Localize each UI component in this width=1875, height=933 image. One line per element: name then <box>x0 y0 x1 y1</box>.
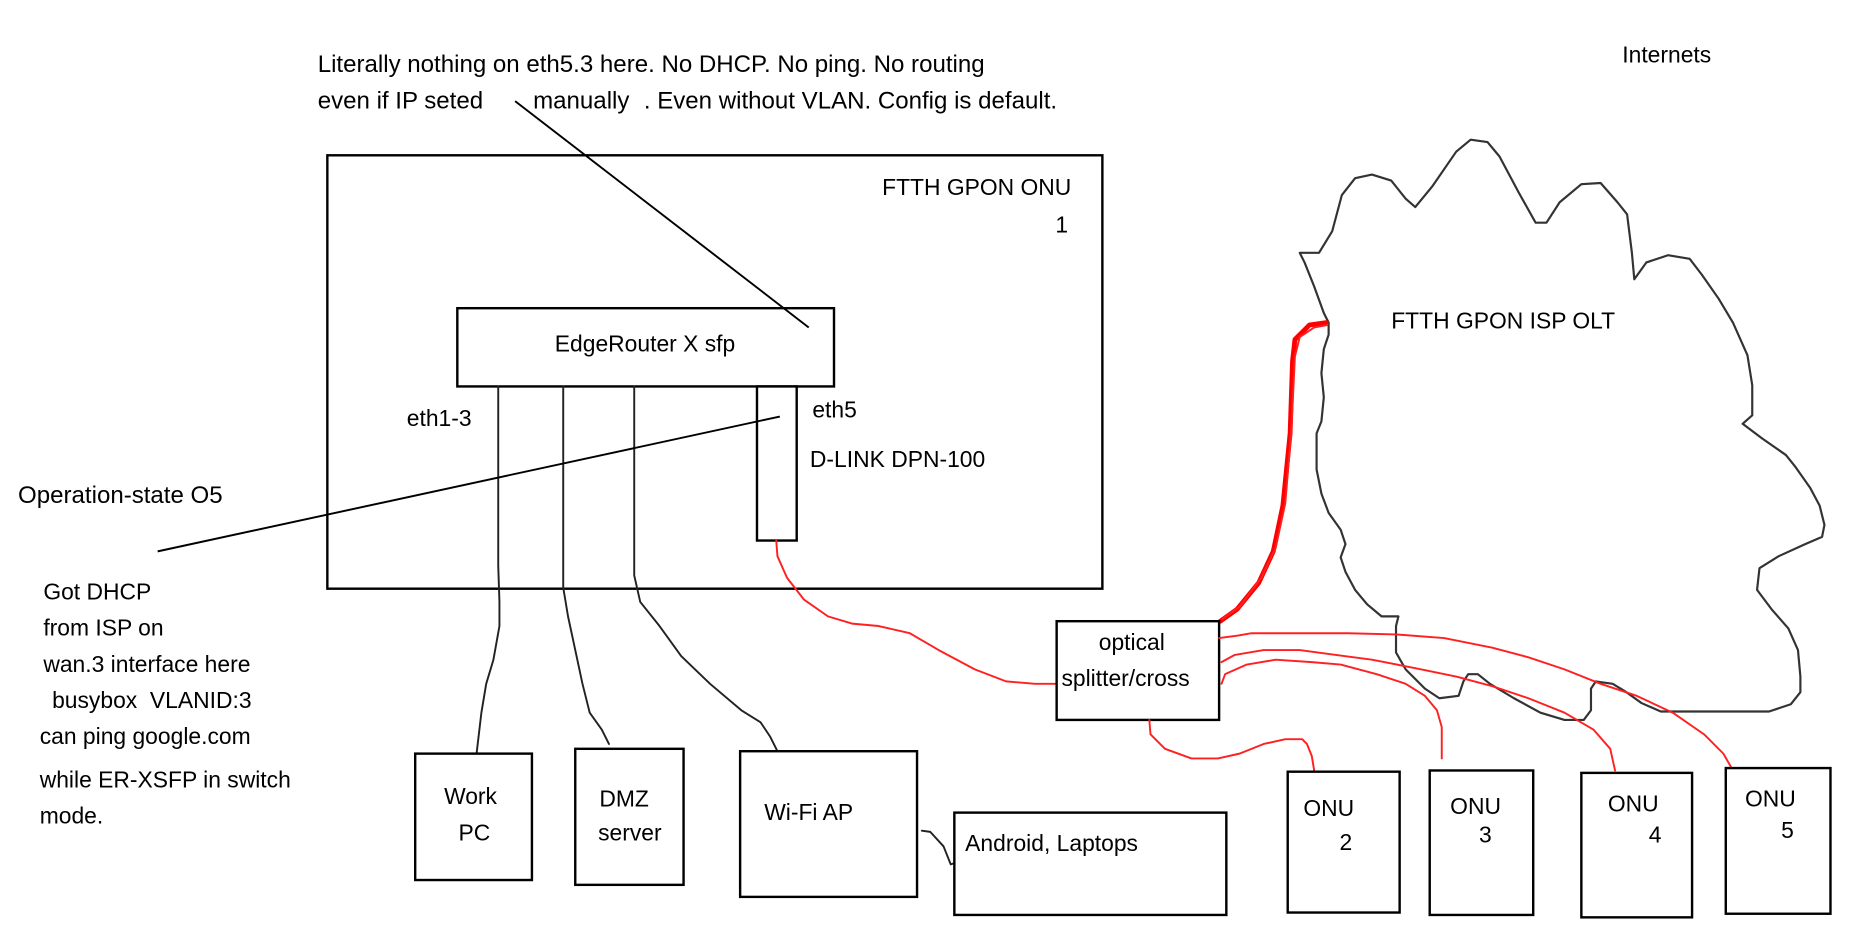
onu1-number: 1 <box>1055 211 1068 237</box>
dmz-server-label-line1: DMZ <box>599 786 649 812</box>
onu-4[interactable]: ONU 4 <box>1580 771 1694 919</box>
onu-box[interactable] <box>1724 766 1832 915</box>
dmz-server-box[interactable] <box>574 747 685 887</box>
dmz-server-label-line2: server <box>598 819 662 845</box>
onu-2[interactable]: ONU 2 <box>1286 770 1401 914</box>
pointer-top-note <box>514 100 810 329</box>
work-pc-box[interactable] <box>413 752 534 882</box>
onu-3[interactable]: ONU 3 <box>1428 769 1535 917</box>
onu-label: ONU <box>1745 786 1796 812</box>
top-note-line2c: . Even without VLAN. Config is default. <box>644 87 1057 114</box>
onu-box[interactable] <box>1580 771 1694 919</box>
edgerouter-box[interactable] <box>456 306 836 388</box>
onu-label: ONU <box>1450 793 1501 819</box>
dhcp-note-line: from ISP on <box>43 615 163 641</box>
onu-label: ONU <box>1303 795 1354 821</box>
onu-5[interactable]: ONU 5 <box>1724 766 1832 915</box>
fiber-uplink <box>1217 320 1329 624</box>
eth-cable-dmz-server <box>562 385 610 745</box>
pointer-operation-state <box>157 415 781 553</box>
dhcp-note: Got DHCP from ISP on wan.3 interface her… <box>39 579 291 829</box>
clients-box[interactable] <box>953 811 1228 917</box>
onu-label: ONU <box>1608 790 1659 816</box>
dhcp-note-line: mode. <box>40 802 104 828</box>
eth5-label: eth5 <box>812 397 856 423</box>
optical-splitter-box[interactable] <box>1055 619 1221 722</box>
eth-cable-wifi-ap <box>633 385 779 753</box>
dhcp-note-line: Got DHCP <box>43 579 151 605</box>
fiber-uplink-sketch <box>1221 324 1329 620</box>
sfp-module[interactable] <box>755 385 798 542</box>
onu-number: 5 <box>1781 817 1794 843</box>
dhcp-note-line: busybox VLANID:3 <box>46 687 252 713</box>
onu1-label: FTTH GPON ONU <box>882 174 1071 200</box>
eth1-3-label: eth1-3 <box>407 405 472 431</box>
splitter-label-line1: optical <box>1099 629 1165 655</box>
top-note-line2a: even if IP seted <box>318 87 483 114</box>
sfp-module-label: D-LINK DPN-100 <box>810 446 985 472</box>
operation-state-label: Operation-state O5 <box>18 482 223 509</box>
onu-number: 3 <box>1479 822 1492 848</box>
fiber-splitter-to-onu4 <box>1220 649 1617 772</box>
splitter-label-line2: splitter/cross <box>1061 665 1189 691</box>
work-pc-label-line2: PC <box>459 819 491 845</box>
work-pc-label-line1: Work <box>444 783 497 809</box>
top-note-line2b: manually <box>533 87 629 114</box>
fiber-splitter-to-onu3 <box>1220 658 1443 760</box>
fiber-sfp-to-splitter <box>775 539 1058 685</box>
clients-label: Android, Laptops <box>965 830 1138 856</box>
wifi-ap-label: Wi-Fi AP <box>764 799 853 825</box>
wireless-link <box>920 829 959 866</box>
dhcp-note-line: wan.3 interface here <box>42 651 250 677</box>
edgerouter-label: EdgeRouter X sfp <box>555 331 735 357</box>
fiber-splitter-to-onu2 <box>1148 718 1316 772</box>
isp-olt-cloud <box>1298 138 1826 721</box>
onu-box[interactable] <box>1428 769 1535 917</box>
dhcp-note-line: can ping google.com <box>40 723 251 749</box>
onu-number: 4 <box>1649 822 1662 848</box>
olt-label: FTTH GPON ISP OLT <box>1391 308 1615 334</box>
onu-number: 2 <box>1339 829 1352 855</box>
wifi-ap-box[interactable] <box>738 750 919 899</box>
top-note-line1: Literally nothing on eth5.3 here. No DHC… <box>318 51 985 78</box>
fiber-splitter-to-onu5 <box>1218 632 1734 772</box>
internet-label: Internets <box>1622 42 1711 68</box>
dhcp-note-line: while ER-XSFP in switch <box>39 766 291 792</box>
eth-cable-work-pc <box>475 385 501 755</box>
onu-box[interactable] <box>1286 770 1401 914</box>
